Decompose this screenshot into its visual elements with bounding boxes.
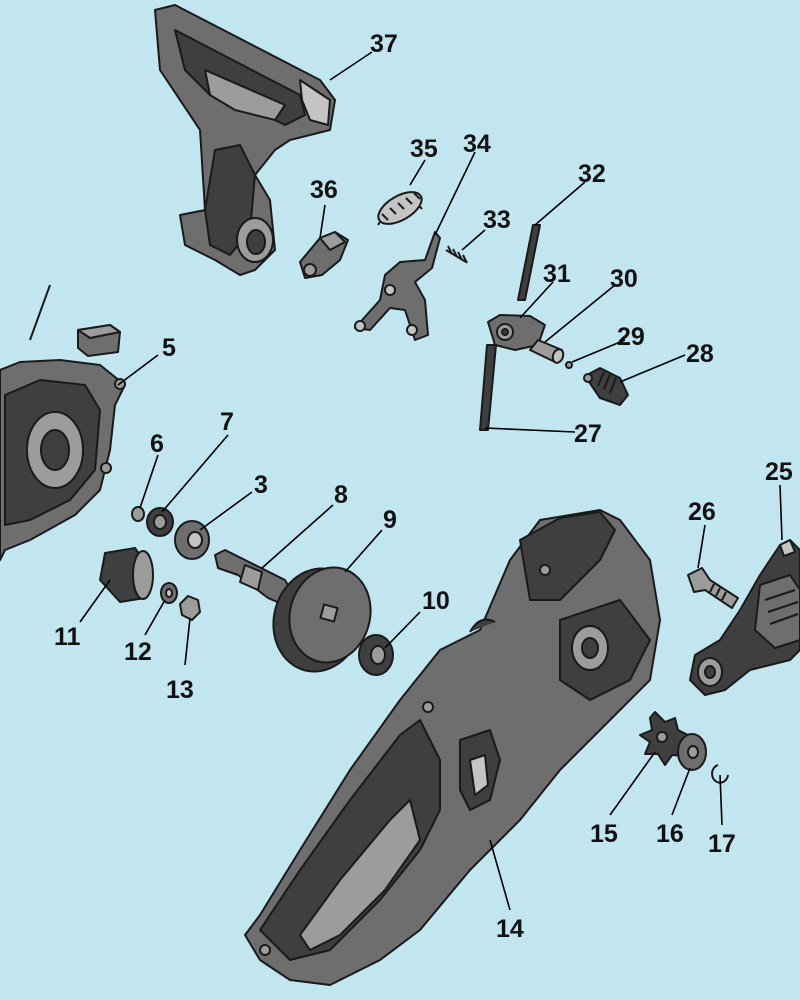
part-5-side-cover	[0, 284, 126, 561]
label-5: 5	[162, 334, 176, 362]
leader-30	[544, 284, 616, 343]
leader-lines	[79, 51, 783, 911]
label-13: 13	[166, 676, 194, 704]
part-27-rod	[479, 344, 497, 431]
leader-12	[144, 599, 166, 636]
part-labels: 37 35 34 36 33 32 31 30 29 28 27 5 7 6 3…	[54, 30, 793, 943]
part-16-washer	[677, 733, 707, 771]
leader-37	[329, 51, 373, 81]
part-9-gear-wheel	[272, 566, 372, 673]
label-11: 11	[54, 623, 81, 651]
label-30: 30	[610, 265, 638, 293]
label-37: 37	[370, 30, 398, 58]
leader-14	[489, 839, 511, 911]
label-12: 12	[124, 638, 152, 666]
part-35-spring	[377, 191, 423, 226]
label-7: 7	[220, 408, 234, 436]
part-34-linkage	[354, 231, 441, 341]
label-28: 28	[686, 340, 714, 368]
leader-5	[117, 354, 159, 386]
part-30-sleeve	[529, 339, 565, 364]
label-29: 29	[617, 323, 645, 351]
leader-34	[434, 151, 476, 236]
part-32-pin	[517, 224, 541, 301]
part-29-clip	[565, 361, 573, 369]
part-36-trigger	[299, 231, 349, 279]
leader-26	[697, 524, 706, 569]
part-14-main-housing	[244, 509, 661, 986]
label-6: 6	[150, 430, 164, 458]
label-33: 33	[483, 206, 511, 234]
leader-29	[571, 339, 626, 363]
part-31-switch-block	[487, 314, 546, 351]
part-10-bearing	[358, 634, 394, 676]
leader-13	[184, 617, 191, 666]
leader-17	[719, 774, 723, 826]
part-6-ring	[131, 506, 145, 522]
label-36: 36	[310, 176, 338, 204]
label-35: 35	[410, 135, 438, 163]
leader-3	[199, 491, 253, 531]
leader-36	[319, 204, 326, 239]
label-25: 25	[765, 458, 793, 486]
leader-16	[671, 767, 691, 816]
part-13-nut	[179, 595, 201, 621]
leader-25	[779, 484, 783, 541]
leader-27	[484, 427, 576, 433]
leader-11	[79, 579, 111, 623]
leader-15	[609, 751, 656, 816]
leader-9	[344, 529, 383, 573]
leader-6	[139, 454, 159, 509]
leader-32	[534, 181, 586, 226]
part-28-knob	[583, 367, 629, 406]
leader-33	[461, 229, 486, 251]
part-7-gear	[146, 507, 174, 537]
label-27: 27	[574, 420, 602, 448]
label-17: 17	[708, 830, 736, 858]
part-25-tensioner	[689, 539, 800, 696]
label-32: 32	[578, 160, 606, 188]
label-34: 34	[463, 130, 491, 158]
leader-7	[161, 434, 229, 513]
part-37-rear-handle	[154, 4, 336, 276]
part-12-washer	[160, 582, 178, 604]
part-33-small-spring	[445, 245, 468, 264]
leader-28	[619, 354, 686, 383]
label-8: 8	[334, 481, 348, 509]
label-10: 10	[422, 587, 450, 615]
part-26-bolt	[687, 567, 739, 609]
label-26: 26	[688, 498, 716, 526]
leader-31	[519, 281, 554, 319]
leader-10	[384, 611, 421, 649]
label-9: 9	[383, 506, 397, 534]
label-14: 14	[496, 915, 524, 943]
label-31: 31	[543, 260, 571, 288]
label-15: 15	[590, 820, 618, 848]
part-17-circlip	[711, 764, 729, 784]
part-11-bushing	[99, 547, 154, 603]
label-3: 3	[254, 471, 268, 499]
leader-35	[409, 159, 426, 186]
label-16: 16	[656, 820, 684, 848]
leader-8	[261, 504, 334, 569]
part-15-sprocket	[639, 711, 689, 766]
